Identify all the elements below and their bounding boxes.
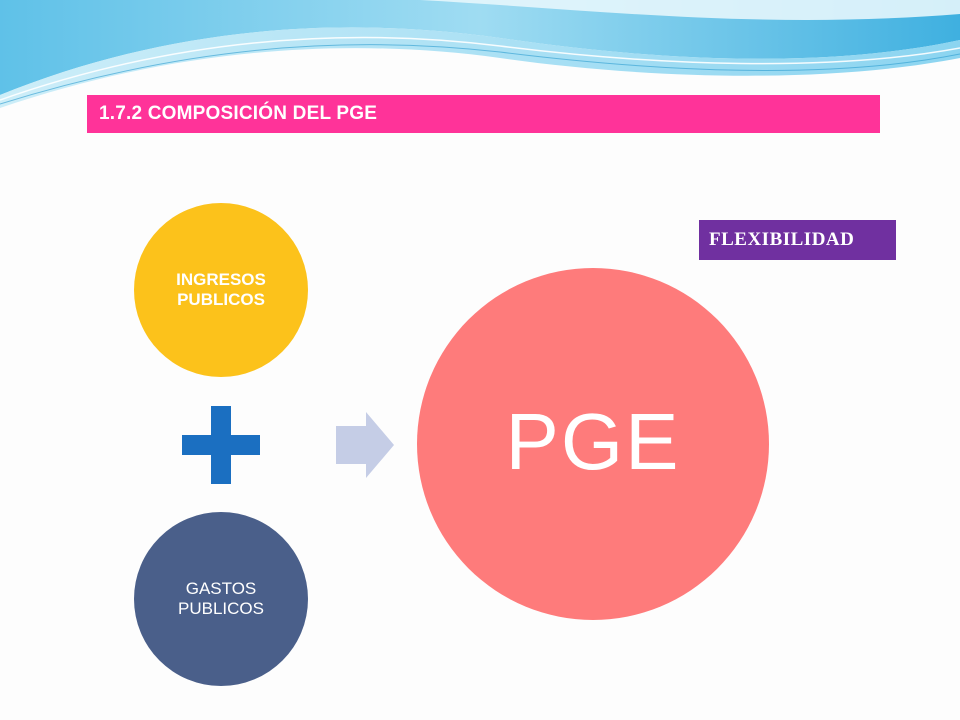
plus-icon <box>182 406 260 484</box>
pge-circle: PGE <box>417 268 769 620</box>
arrow-right-icon <box>336 412 394 478</box>
ingresos-label: INGRESOS PUBLICOS <box>176 270 266 309</box>
gastos-label: GASTOS PUBLICOS <box>178 579 264 618</box>
slide-title: 1.7.2 COMPOSICIÓN DEL PGE <box>99 103 378 124</box>
flexibilidad-badge: FLEXIBILIDAD <box>699 220 896 260</box>
ingresos-circle: INGRESOS PUBLICOS <box>134 203 308 377</box>
gastos-circle: GASTOS PUBLICOS <box>134 512 308 686</box>
title-bar: 1.7.2 COMPOSICIÓN DEL PGE <box>87 95 880 133</box>
badge-label: FLEXIBILIDAD <box>709 229 855 250</box>
pge-label: PGE <box>505 397 681 486</box>
header-wave-decoration <box>0 0 960 108</box>
